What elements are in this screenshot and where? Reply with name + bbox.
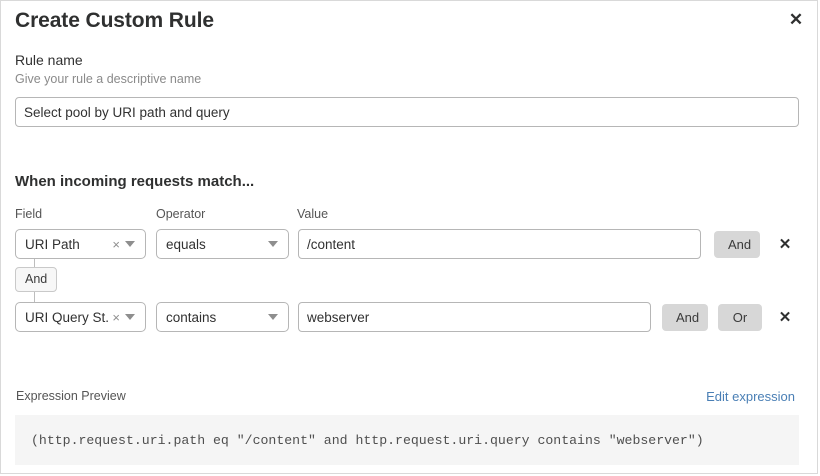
rule-name-section: Rule name Give your rule a descriptive n… — [15, 51, 799, 127]
expression-preview-text: (http.request.uri.path eq "/content" and… — [31, 432, 704, 448]
condition-column-headers: Field Operator Value — [1, 207, 817, 225]
chevron-down-icon — [268, 314, 278, 320]
expression-preview-box: (http.request.uri.path eq "/content" and… — [15, 415, 799, 465]
clear-icon[interactable]: × — [112, 309, 120, 325]
expression-preview-label: Expression Preview — [16, 389, 126, 403]
field-select-2-label: URI Query St... — [25, 309, 111, 325]
close-icon[interactable]: ✕ — [788, 9, 804, 29]
operator-select-2-label: contains — [166, 309, 217, 325]
operator-select-1-label: equals — [166, 236, 206, 252]
logic-or-button-2[interactable]: Or — [718, 304, 762, 331]
dialog-header: Create Custom Rule ✕ — [1, 1, 817, 47]
logic-and-button-2[interactable]: And — [662, 304, 708, 331]
delete-condition-icon-1[interactable]: ✕ — [778, 235, 792, 253]
chevron-down-icon — [268, 241, 278, 247]
field-select-1[interactable]: URI Path × — [15, 229, 146, 259]
operator-select-1[interactable]: equals — [156, 229, 289, 259]
condition-row: URI Query St... × contains And Or ✕ — [1, 302, 817, 332]
value-input-1[interactable] — [298, 229, 701, 259]
clear-icon[interactable]: × — [112, 236, 120, 252]
delete-condition-icon-2[interactable]: ✕ — [778, 308, 792, 326]
logic-and-button-1[interactable]: And — [714, 231, 760, 258]
chevron-down-icon — [125, 314, 135, 320]
operator-select-2[interactable]: contains — [156, 302, 289, 332]
field-select-2[interactable]: URI Query St... × — [15, 302, 146, 332]
value-input-2[interactable] — [298, 302, 651, 332]
condition-connector-and-badge[interactable]: And — [15, 267, 58, 292]
condition-row: URI Path × equals And ✕ — [1, 229, 817, 259]
edit-expression-link[interactable]: Edit expression — [706, 389, 795, 404]
match-section-heading: When incoming requests match... — [15, 173, 255, 190]
column-header-value: Value — [297, 207, 329, 221]
rule-name-input[interactable] — [15, 97, 799, 127]
chevron-down-icon — [125, 241, 135, 247]
field-select-1-label: URI Path — [25, 236, 80, 252]
page-title: Create Custom Rule — [15, 9, 214, 32]
column-header-operator: Operator — [156, 207, 206, 221]
rule-name-help-text: Give your rule a descriptive name — [15, 72, 202, 86]
rule-name-label: Rule name — [15, 52, 83, 68]
column-header-field: Field — [15, 207, 43, 221]
